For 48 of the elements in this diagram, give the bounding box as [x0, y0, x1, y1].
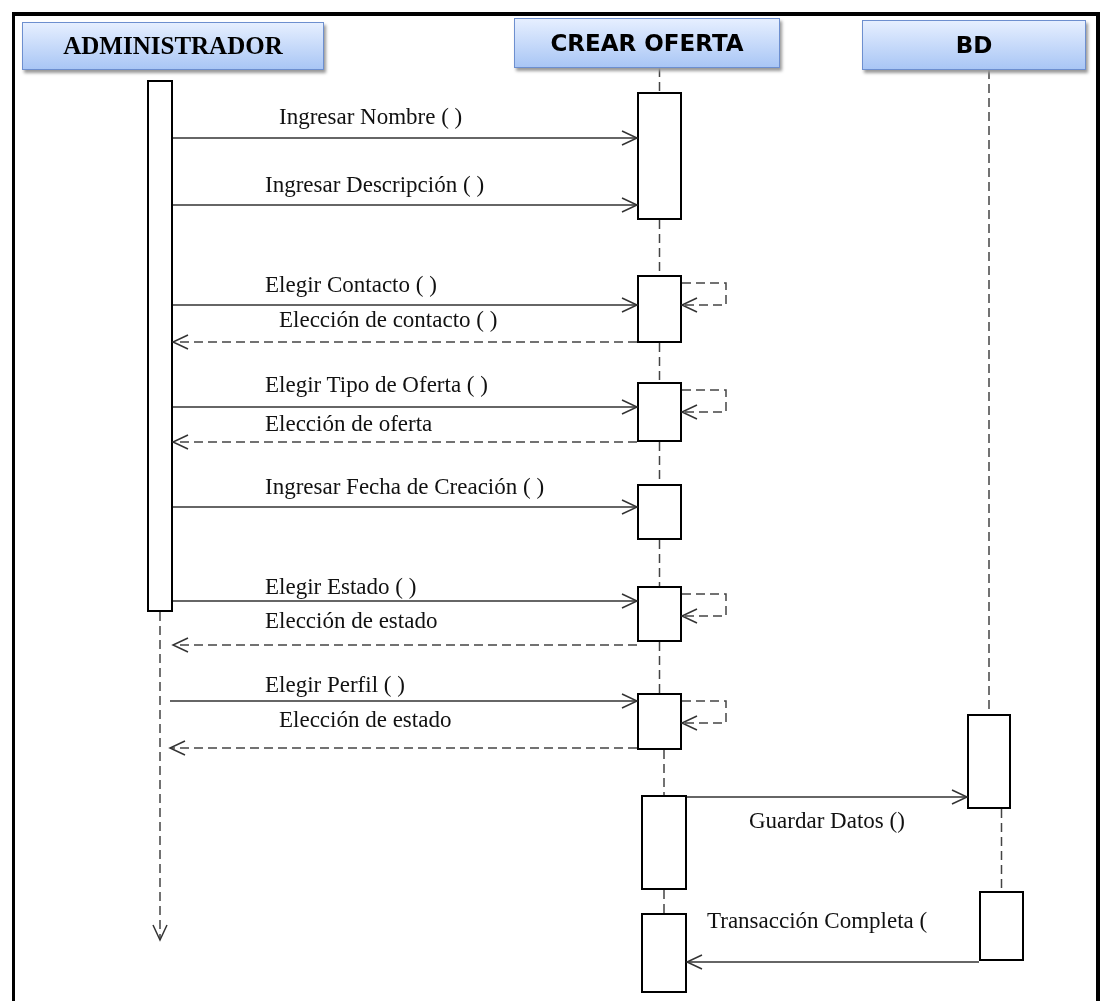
message-arrow — [172, 197, 638, 213]
message-arrow — [686, 789, 968, 805]
lifeline — [658, 342, 661, 383]
lifeline-header: CREAR OFERTA — [514, 18, 780, 68]
self-message-arrow — [681, 282, 727, 313]
message-label: Guardar Datos () — [748, 808, 906, 834]
activation-bar — [637, 484, 682, 540]
message-arrow — [172, 130, 638, 146]
self-message-arrow — [681, 700, 727, 731]
activation-bar — [641, 913, 687, 993]
message-label: Ingresar Descripción ( ) — [264, 172, 486, 198]
message-arrow — [172, 399, 638, 415]
activation-bar — [641, 795, 687, 890]
message-label: Elección de contacto ( ) — [278, 307, 499, 333]
activation-bar — [979, 891, 1024, 961]
message-label: Elegir Contacto ( ) — [264, 272, 438, 298]
return-message-arrow — [169, 740, 638, 756]
activation-bar — [637, 382, 682, 442]
lifeline — [658, 641, 661, 694]
return-message-arrow — [172, 334, 638, 350]
message-arrow — [172, 297, 638, 313]
self-message-arrow — [681, 593, 727, 624]
message-label: Transacción Completa ( — [706, 908, 929, 934]
activation-bar — [637, 275, 682, 343]
activation-bar — [147, 80, 173, 612]
return-message-arrow — [172, 434, 638, 450]
activation-bar — [637, 586, 682, 642]
lifeline — [658, 539, 661, 587]
message-arrow — [169, 693, 638, 709]
message-label: Elegir Estado ( ) — [264, 574, 418, 600]
lifeline-arrow — [152, 611, 168, 941]
lifeline — [663, 749, 665, 796]
message-arrow — [172, 593, 638, 609]
lifeline-header: BD — [862, 20, 1086, 70]
message-arrow — [686, 954, 980, 970]
message-label: Ingresar Nombre ( ) — [278, 104, 464, 130]
lifeline — [663, 889, 665, 914]
message-arrow — [172, 499, 638, 515]
message-label: Elegir Perfil ( ) — [264, 672, 406, 698]
message-label: Elegir Tipo de Oferta ( ) — [264, 372, 489, 398]
message-label: Ingresar Fecha de Creación ( ) — [264, 474, 546, 500]
lifeline-header: ADMINISTRADOR — [22, 22, 324, 70]
lifeline — [658, 67, 661, 93]
activation-bar — [637, 693, 682, 750]
return-message-arrow — [172, 637, 638, 653]
activation-bar — [967, 714, 1011, 809]
self-message-arrow — [681, 389, 727, 420]
activation-bar — [637, 92, 682, 220]
